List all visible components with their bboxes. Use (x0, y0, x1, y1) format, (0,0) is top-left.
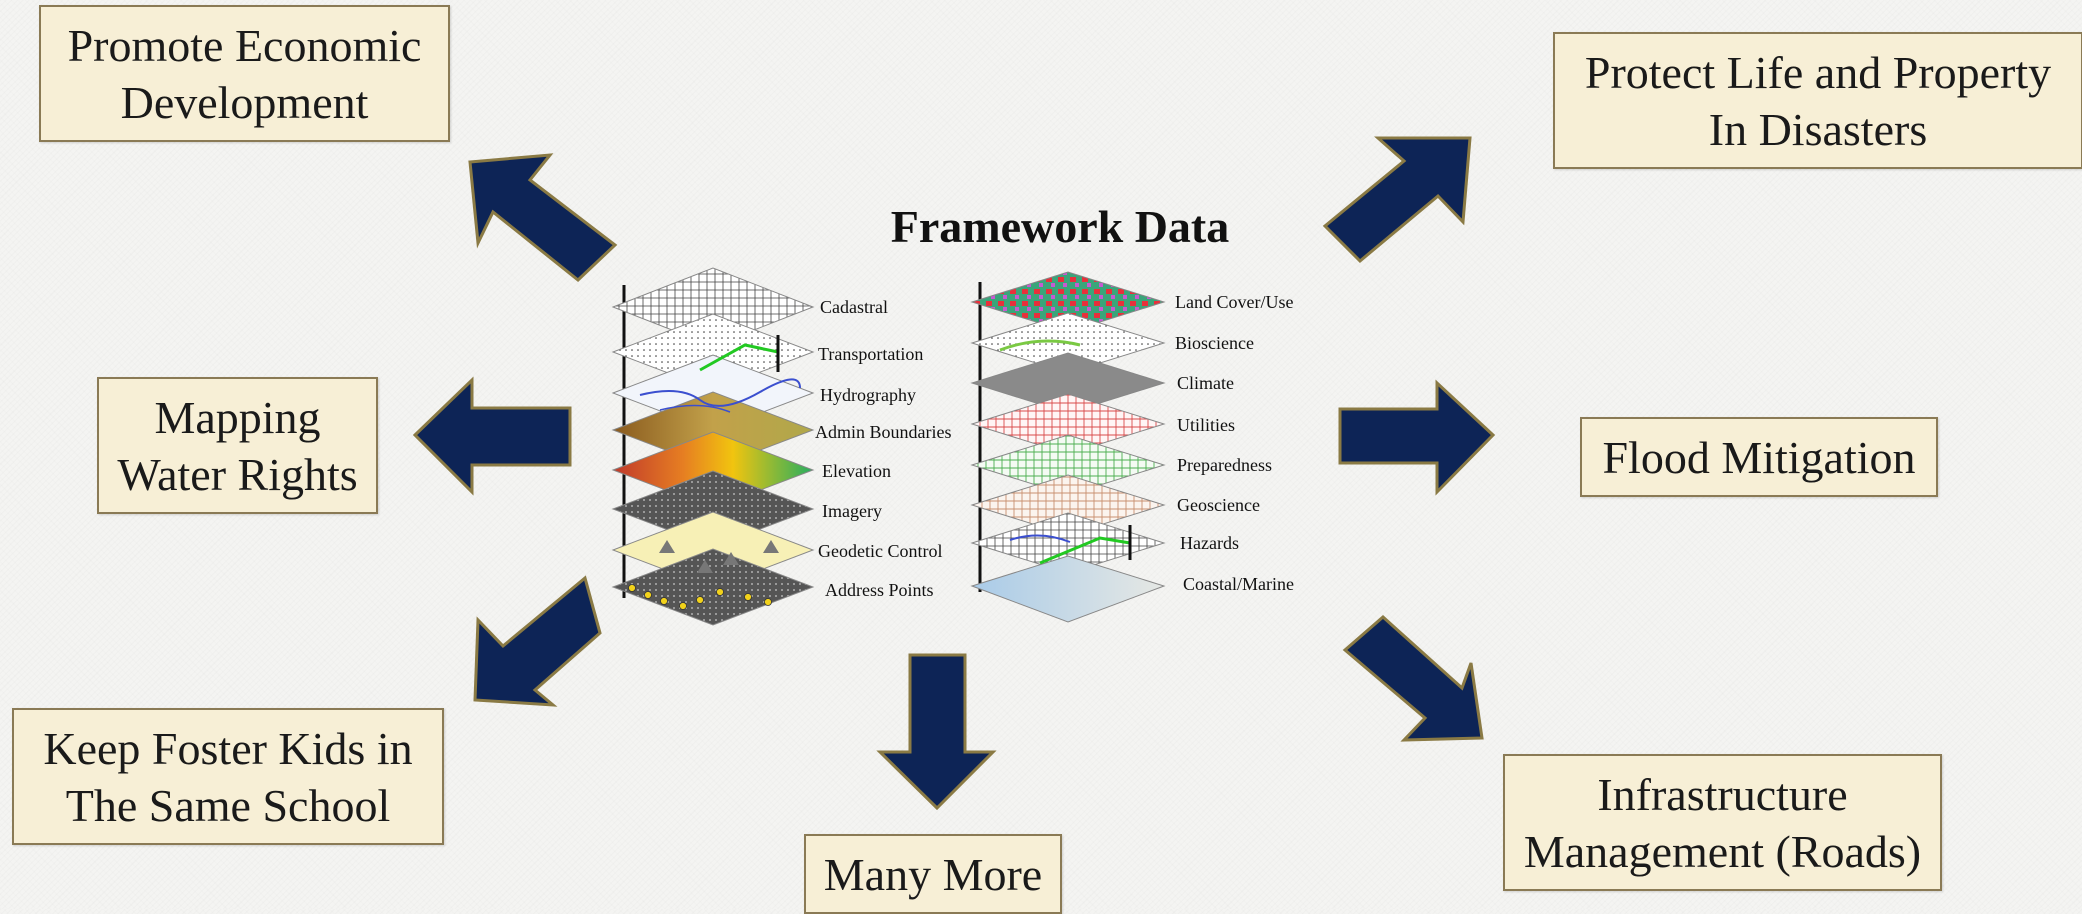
layer-land-cover-map (970, 271, 1166, 333)
layer-utilities-map (970, 393, 1166, 455)
outcome-disasters-line-1: Protect Life and Property (1584, 46, 2052, 98)
outcome-disasters-line-2: In Disasters (1708, 103, 1928, 155)
outcome-box-many-more: Many More (804, 834, 1062, 914)
outcome-economic-line-1: Promote Economic (67, 19, 422, 71)
left-layer-label: Elevation (822, 461, 891, 481)
arrow-down-left (473, 575, 602, 707)
outcome-box-flood-mitigation: Flood Mitigation (1580, 417, 1938, 497)
right-layer-label: Land Cover/Use (1175, 292, 1293, 312)
arrow-down (876, 653, 997, 811)
diagram-title: Framework Data (890, 201, 1230, 252)
left-layer-label: Address Points (825, 580, 934, 600)
arrow-up-right (1322, 136, 1472, 264)
left-layer-label: Cadastral (820, 297, 888, 317)
right-layer-label: Coastal/Marine (1183, 574, 1294, 594)
left-layer-label: Geodetic Control (818, 541, 942, 561)
layer-climate-map (970, 352, 1166, 414)
right-layer-label: Geoscience (1177, 495, 1260, 515)
right-layer-label: Hazards (1180, 533, 1239, 553)
right-layer-label: Bioscience (1175, 333, 1254, 353)
left-layer-labels: CadastralTransportationHydrographyAdmin … (815, 297, 952, 600)
layer-hazards-map (970, 512, 1166, 574)
layer-coastal-marine-map (970, 555, 1166, 623)
outcome-economic-line-2: Development (120, 76, 369, 128)
outcome-water-line-2: Water Rights (117, 448, 358, 500)
right-layer-label: Climate (1177, 373, 1234, 393)
left-layer-label: Hydrography (820, 385, 916, 405)
outcome-foster-line-1: Keep Foster Kids in (43, 722, 413, 774)
arrow-right (1338, 379, 1496, 496)
outcome-flood-line-1: Flood Mitigation (1602, 431, 1916, 483)
arrow-up-left (468, 153, 618, 282)
right-layer-labels: Land Cover/UseBioscienceClimateUtilities… (1175, 292, 1294, 594)
outcome-infrastructure-line-2: Management (Roads) (1523, 825, 1922, 877)
left-layer-label: Admin Boundaries (815, 422, 952, 442)
right-layer-label: Preparedness (1177, 455, 1272, 475)
outcome-infrastructure-line-1: Infrastructure (1597, 768, 1848, 820)
right-layer-label: Utilities (1177, 415, 1235, 435)
outcome-water-line-1: Mapping (154, 391, 321, 443)
outcome-foster-line-2: The Same School (65, 779, 391, 831)
arrow-left (412, 376, 572, 496)
left-layer-label: Imagery (822, 501, 882, 521)
left-layer-label: Transportation (818, 344, 923, 364)
layer-address-points-map (611, 548, 815, 626)
outcome-more-line-1: Many More (823, 848, 1043, 900)
arrow-down-right (1342, 614, 1484, 742)
